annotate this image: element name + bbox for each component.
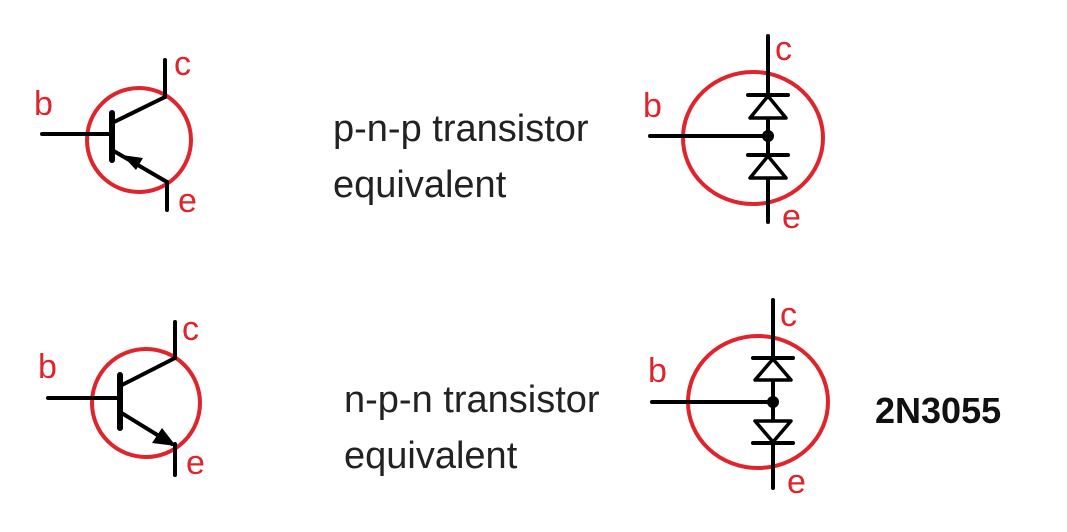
npn-eq-junction-dot: [767, 396, 779, 408]
npn-symbol-base-label: b: [38, 348, 57, 386]
npn-diode-equivalent: b c e: [648, 296, 830, 501]
pnp-symbol-ring: [85, 86, 193, 194]
pnp-symbol-base-label: b: [34, 85, 53, 123]
pnp-collector-line: [110, 95, 167, 125]
pnp-eq-emitter-label: e: [782, 198, 801, 236]
npn-caption-line2: equivalent: [344, 435, 518, 477]
pnp-symbol: b c e: [34, 45, 197, 220]
pnp-caption-line1: p-n-p transistor: [333, 108, 589, 150]
npn-symbol: b c e: [38, 310, 205, 482]
npn-eq-collector-label: c: [780, 296, 797, 334]
pnp-symbol-emitter-label: e: [178, 182, 197, 220]
npn-emitter-arrow: [152, 428, 176, 446]
pnp-symbol-collector-label: c: [174, 45, 191, 83]
npn-eq-emitter-label: e: [787, 463, 806, 501]
pnp-diode-equivalent: b c e: [643, 30, 825, 236]
pnp-emitter-line: [110, 148, 169, 184]
pnp-eq-junction-dot: [762, 130, 774, 142]
pnp-eq-upper-diode: [748, 94, 788, 120]
part-number: 2N3055: [875, 390, 1001, 431]
npn-symbol-ring: [90, 347, 202, 459]
npn-eq-base-label: b: [648, 352, 667, 390]
npn-caption-line1: n-p-n transistor: [344, 379, 600, 421]
pnp-eq-collector-label: c: [775, 30, 792, 68]
pnp-caption-line2: equivalent: [333, 164, 507, 206]
npn-collector-line: [118, 356, 177, 388]
npn-eq-lower-diode: [753, 419, 793, 444]
pnp-eq-lower-diode: [748, 154, 788, 180]
npn-eq-upper-diode: [753, 357, 793, 382]
pnp-eq-base-label: b: [643, 87, 662, 125]
npn-symbol-collector-label: c: [182, 310, 199, 348]
npn-symbol-emitter-label: e: [186, 444, 205, 482]
pnp-emitter-arrow: [122, 155, 143, 170]
